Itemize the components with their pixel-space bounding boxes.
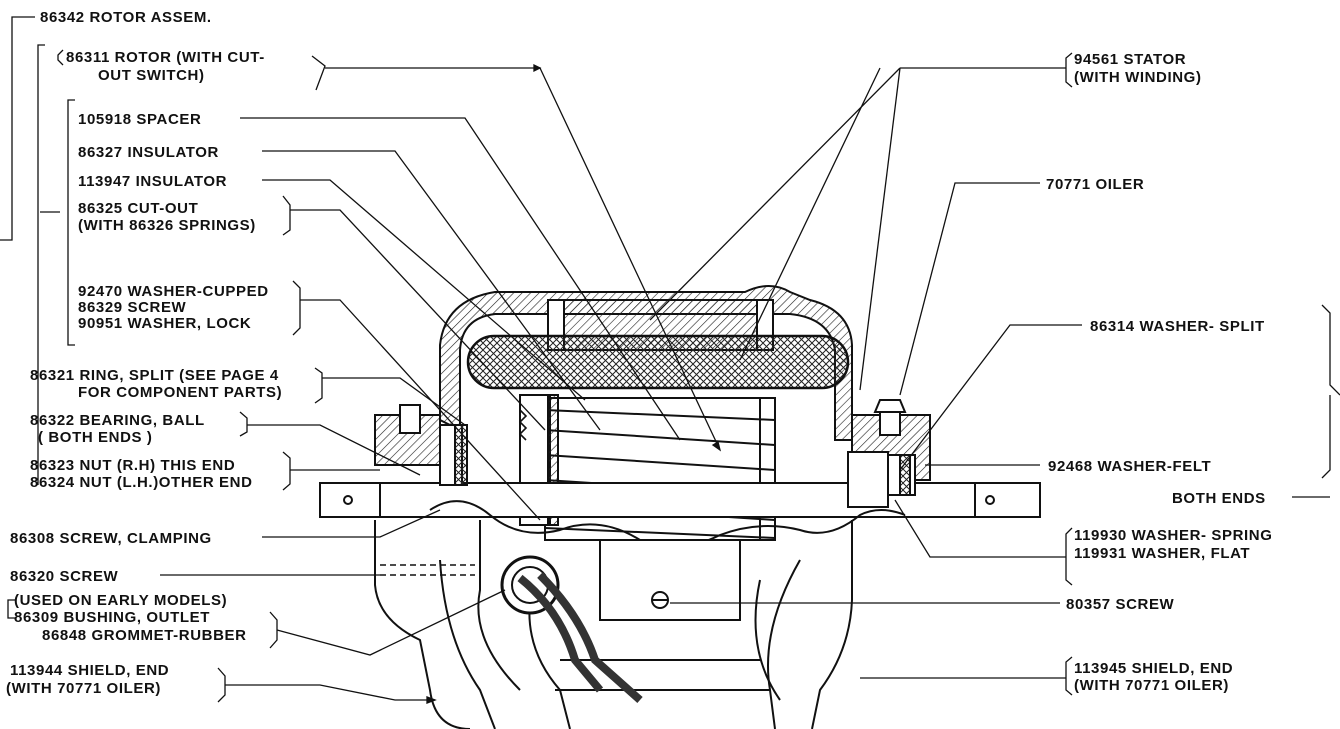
label-insulator-a: 86327 INSULATOR xyxy=(78,144,219,161)
label-shield-left-line1: 113944 SHIELD, END xyxy=(10,662,169,679)
label-bearing-line1: 86322 BEARING, BALL xyxy=(30,412,205,429)
label-screw-clamping: 86308 SCREW, CLAMPING xyxy=(10,530,212,547)
label-stator-line1: 94561 STATOR xyxy=(1074,51,1186,68)
label-screw-86320: 86320 SCREW xyxy=(10,568,119,585)
leader-lines xyxy=(0,16,1340,704)
cutout-spring xyxy=(518,409,528,441)
right-end-shield xyxy=(811,520,853,729)
motor-housing xyxy=(439,285,853,441)
label-washer-lock: 90951 WASHER, LOCK xyxy=(78,315,251,332)
label-grommet: 86848 GROMMET-RUBBER xyxy=(42,627,247,644)
label-washer-split: 86314 WASHER- SPLIT xyxy=(1090,318,1265,335)
label-oiler: 70771 OILER xyxy=(1046,176,1144,193)
label-washer-cupped: 92470 WASHER-CUPPED xyxy=(78,283,269,300)
label-cutout-line2: (WITH 86326 SPRINGS) xyxy=(78,217,256,234)
labels: 86342 ROTOR ASSEM. 86311 ROTOR (WITH CUT… xyxy=(6,9,1273,697)
label-ring-line2: FOR COMPONENT PARTS) xyxy=(78,384,282,401)
outlet-bushing xyxy=(500,555,643,703)
rotor-shaft xyxy=(319,482,1041,518)
label-early-models: (USED ON EARLY MODELS) xyxy=(14,592,227,609)
label-washer-felt: 92468 WASHER-FELT xyxy=(1048,458,1211,475)
label-nut-rh: 86323 NUT (R.H) THIS END xyxy=(30,457,235,474)
label-nut-lh: 86324 NUT (L.H.)OTHER END xyxy=(30,474,253,491)
label-washer-spring: 119930 WASHER- SPRING xyxy=(1074,527,1273,544)
label-washer-flat: 119931 WASHER, FLAT xyxy=(1074,545,1250,562)
label-screw-86329: 86329 SCREW xyxy=(78,299,187,316)
label-insulator-b: 113947 INSULATOR xyxy=(78,173,227,190)
label-bushing: 86309 BUSHING, OUTLET xyxy=(14,609,210,626)
label-ring-line1: 86321 RING, SPLIT (SEE PAGE 4 xyxy=(30,367,279,384)
label-spacer: 105918 SPACER xyxy=(78,111,201,128)
label-both-ends: BOTH ENDS xyxy=(1172,490,1266,507)
label-shield-left-line2: (WITH 70771 OILER) xyxy=(6,680,161,697)
motor-drawing xyxy=(319,285,1041,729)
oiler-cap xyxy=(873,399,907,413)
label-bearing-line2: ( BOTH ENDS ) xyxy=(38,429,152,446)
stator-winding xyxy=(466,334,850,390)
label-shield-right-line1: 113945 SHIELD, END xyxy=(1074,660,1233,677)
label-cutout-line1: 86325 CUT-OUT xyxy=(78,200,198,217)
label-rotor-line1: 86311 ROTOR (WITH CUT- xyxy=(66,49,265,66)
label-screw-80357: 80357 SCREW xyxy=(1066,596,1175,613)
label-rotor-line2: OUT SWITCH) xyxy=(98,67,205,84)
rotor-laminations xyxy=(544,397,776,541)
label-rotor-assembly: 86342 ROTOR ASSEM. xyxy=(40,9,212,26)
label-shield-right-line2: (WITH 70771 OILER) xyxy=(1074,677,1229,694)
label-stator-line2: (WITH WINDING) xyxy=(1074,69,1202,86)
left-end-shield xyxy=(374,520,471,729)
